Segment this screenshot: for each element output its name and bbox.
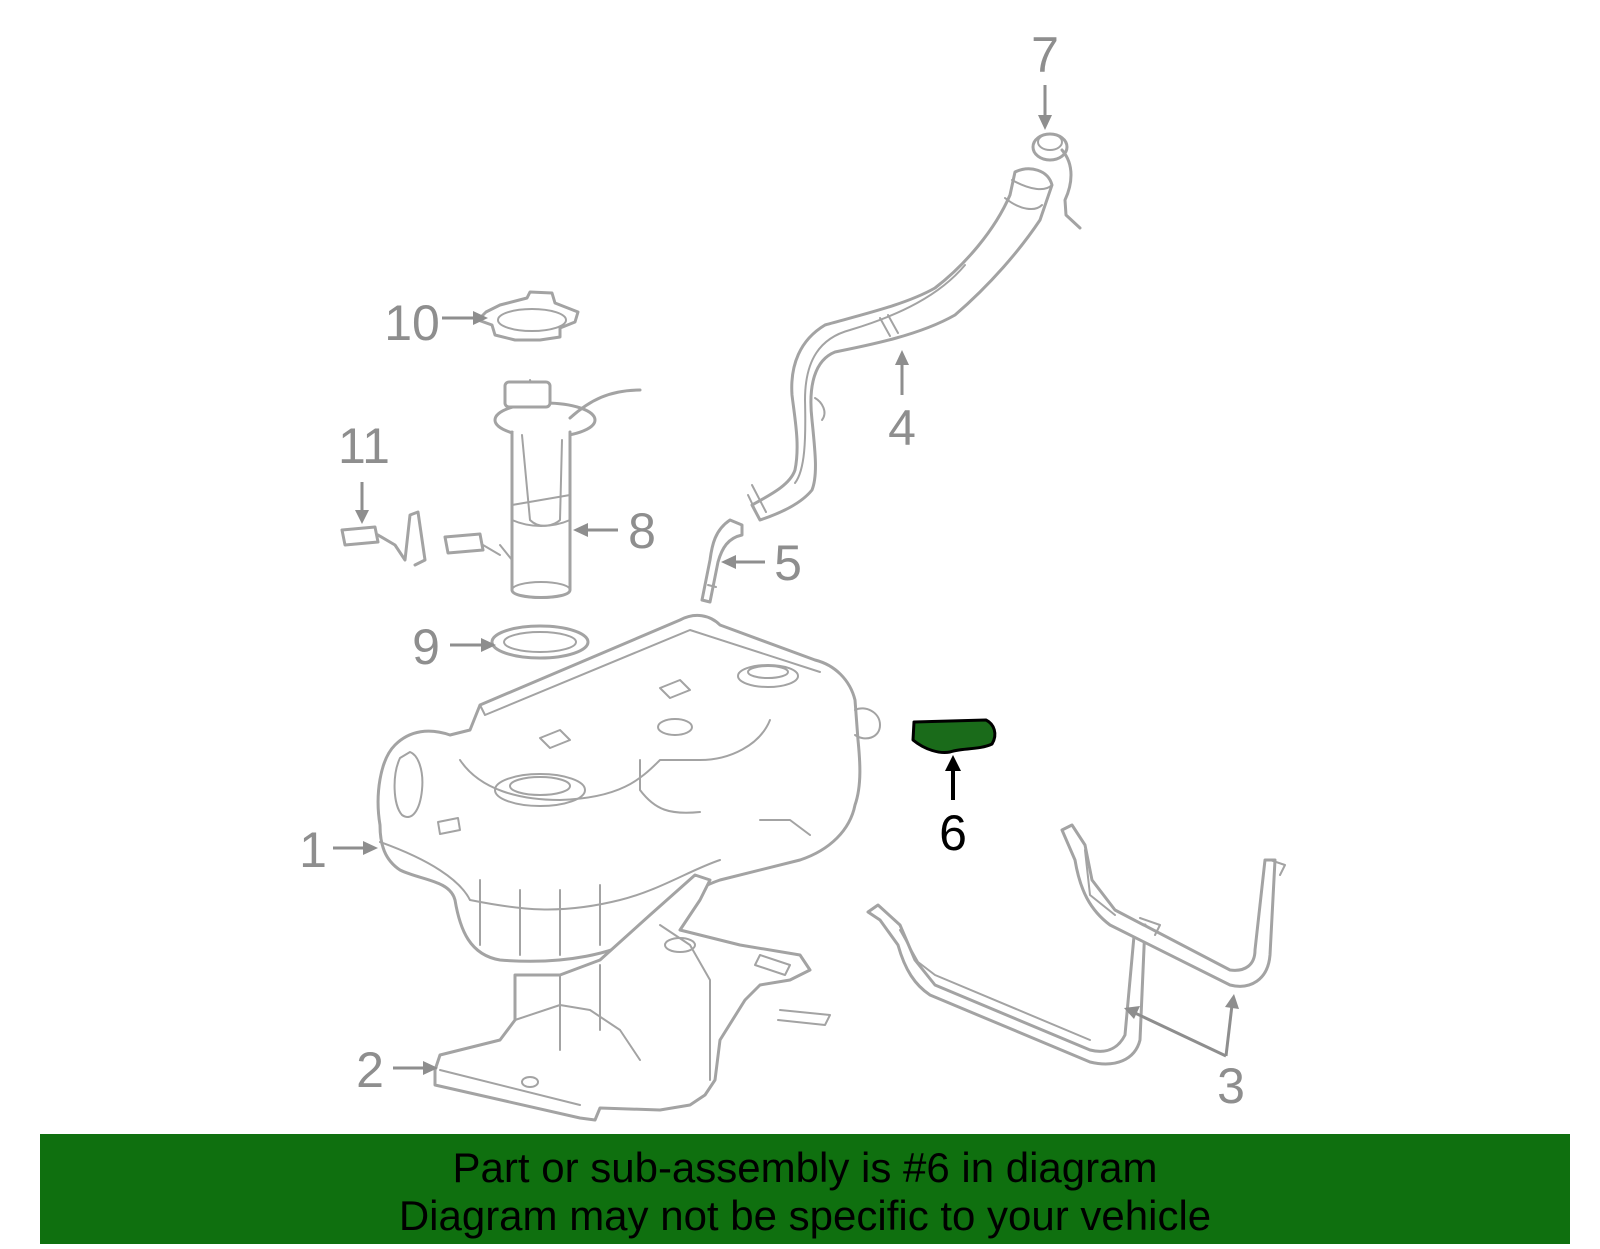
part-5-vent-tube	[700, 518, 744, 604]
part-7-fuel-cap	[1031, 132, 1082, 230]
part-2-shield	[433, 873, 831, 1122]
callout-2: 2	[356, 1042, 384, 1098]
callout-10: 10	[384, 295, 440, 351]
info-banner: Part or sub-assembly is #6 in diagram Di…	[40, 1134, 1570, 1244]
part-1-fuel-tank	[376, 613, 881, 963]
callout-arrows	[333, 85, 1239, 1075]
callout-labels: 7 4 10 11 8 5 9 1 2 3 6	[299, 27, 1245, 1114]
banner-line-1: Part or sub-assembly is #6 in diagram	[452, 1144, 1158, 1191]
callout-8: 8	[628, 503, 656, 559]
callout-1: 1	[299, 822, 327, 878]
callout-9: 9	[412, 619, 440, 675]
part-6-highlighted	[911, 718, 997, 754]
callout-11: 11	[338, 418, 390, 474]
part-10-lock-ring	[476, 290, 580, 342]
banner-line-2: Diagram may not be specific to your vehi…	[398, 1192, 1212, 1239]
callout-7: 7	[1031, 27, 1059, 83]
callout-6-highlighted: 6	[939, 805, 967, 861]
part-4-filler-neck	[747, 167, 1054, 522]
part-11-clip	[340, 510, 501, 567]
callout-4: 4	[888, 400, 916, 456]
part-9-gasket	[490, 624, 590, 660]
part-8-fuel-pump	[493, 379, 642, 599]
callout-3: 3	[1217, 1058, 1245, 1114]
callout-5: 5	[774, 535, 802, 591]
part-3-tank-straps	[866, 823, 1286, 1066]
